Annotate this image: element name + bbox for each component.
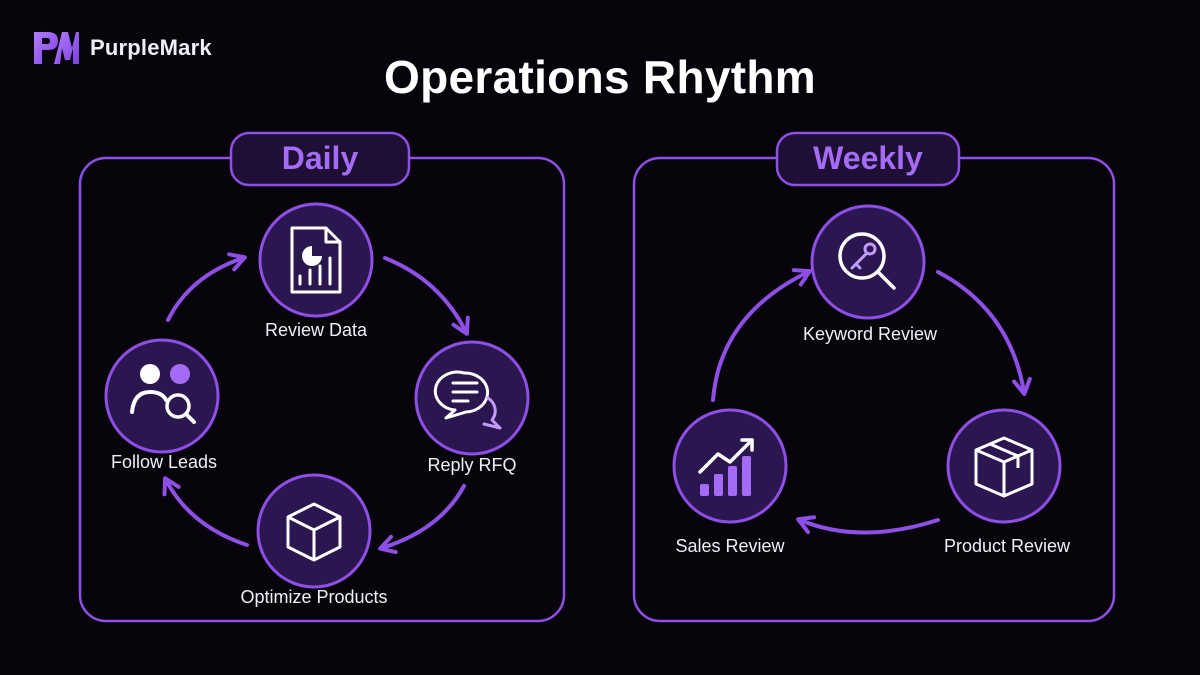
weekly-panel [632,131,1116,623]
daily-arrow-leads-to-data [166,252,247,322]
optimize-products-node [256,473,372,589]
daily-arrow-optimize-to-leads [162,476,249,547]
daily-step-label: Review Data [264,320,368,340]
product-review-node [946,408,1062,524]
daily-title: Daily [281,140,359,176]
key-search-icon [838,232,896,290]
page-title: Operations Rhythm [384,51,816,103]
purplemark-logo-icon [34,32,79,64]
users-search-icon [130,364,196,424]
daily-panel [78,131,566,623]
reply-rfq-node [414,340,530,456]
cube-icon [286,502,342,562]
follow-leads-node [104,338,220,454]
weekly-step-label: Product Review [943,536,1071,556]
weekly-step-label: Sales Review [675,536,785,556]
weekly-title: Weekly [813,140,923,176]
growth-chart-icon [698,438,754,496]
weekly-step-label: Keyword Review [802,324,938,344]
keyword-review-node [810,204,926,320]
daily-step-label: Follow Leads [110,452,218,472]
brand-name: PurpleMark [90,35,212,60]
report-chart-icon [290,226,342,294]
daily-step-label: Optimize Products [240,587,388,607]
sales-review-node [672,408,788,524]
weekly-arrow-sales-to-keyword [711,268,812,402]
weekly-arrow-product-to-sales [796,515,940,535]
weekly-arrow-keyword-to-product [936,270,1032,396]
daily-step-label: Reply RFQ [427,455,517,475]
review-data-node [258,202,374,318]
brand: PurpleMark [32,28,212,68]
chat-bubbles-icon [433,370,502,430]
daily-arrow-data-to-rfq [383,256,470,336]
daily-arrow-rfq-to-optimize [378,484,466,555]
package-box-icon [974,436,1034,498]
